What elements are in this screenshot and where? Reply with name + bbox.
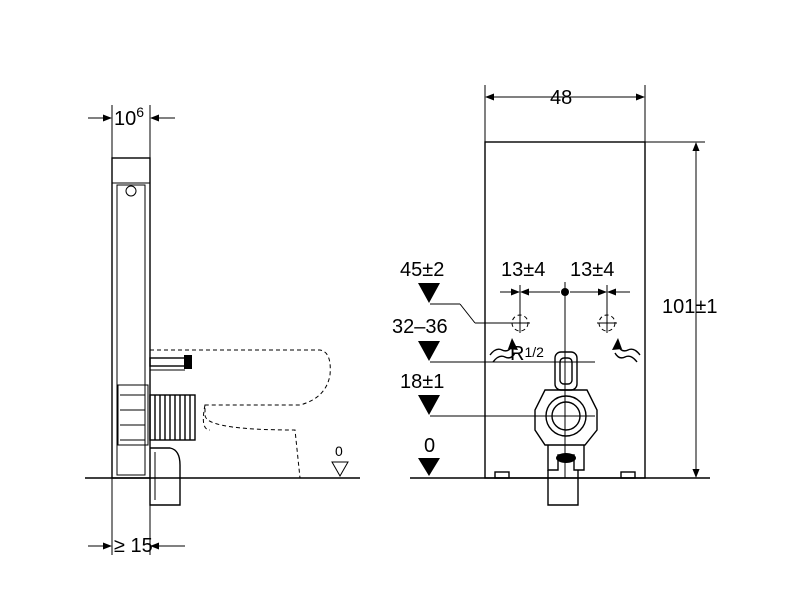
side-flush-button (125, 185, 137, 197)
side-bracket (117, 384, 149, 446)
front-water-arrow-left-head (508, 338, 518, 350)
front-left-offset-label: 13±4 (501, 259, 545, 281)
side-depth-superscript: 6 (136, 104, 144, 120)
front-foot-left (494, 471, 510, 479)
front-floor-label: 0 (424, 435, 435, 457)
front-right-offset-label: 13±4 (570, 259, 614, 281)
front-water-height-label: 45±2 (400, 259, 444, 281)
front-drain-fitting (534, 351, 598, 506)
front-thread-label: R1/2 (510, 343, 544, 365)
front-drain-height-marker (418, 395, 440, 415)
side-depth-label: 106 (114, 104, 144, 130)
side-flex-connector (149, 394, 196, 441)
front-view: 48 101±1 13±4 13±4 (392, 85, 717, 506)
side-toilet-silhouette (150, 349, 331, 479)
front-water-arrow-left-2 (492, 352, 516, 363)
side-view: 106 (85, 104, 360, 557)
side-module-body (111, 157, 151, 479)
front-foot-right (620, 471, 636, 479)
front-water-height-leader (459, 303, 476, 324)
front-drain-height-label: 18±1 (400, 371, 444, 393)
side-toilet-back (202, 404, 211, 431)
front-width-label: 48 (550, 87, 572, 109)
side-water-pipe-end (184, 355, 192, 369)
side-min-distance-label: ≥ 15 (114, 535, 153, 557)
front-water-arrow-right-head (612, 338, 622, 350)
front-floor-marker (418, 458, 440, 476)
side-drain-elbow (149, 447, 181, 506)
front-water-height-marker (418, 283, 440, 303)
front-water-arrow-left (489, 345, 513, 356)
front-height-label: 101±1 (662, 296, 717, 318)
front-water-arrow-right-2 (614, 352, 638, 363)
front-thread-fraction: 1/2 (524, 344, 544, 360)
front-pipe-range-label: 32–36 (392, 316, 448, 338)
side-floor-label: 0 (335, 443, 343, 459)
front-pipe-range-marker (418, 341, 440, 361)
side-floor-marker (331, 461, 349, 478)
front-water-arrow-right (617, 345, 641, 356)
side-module-inner (116, 184, 146, 476)
